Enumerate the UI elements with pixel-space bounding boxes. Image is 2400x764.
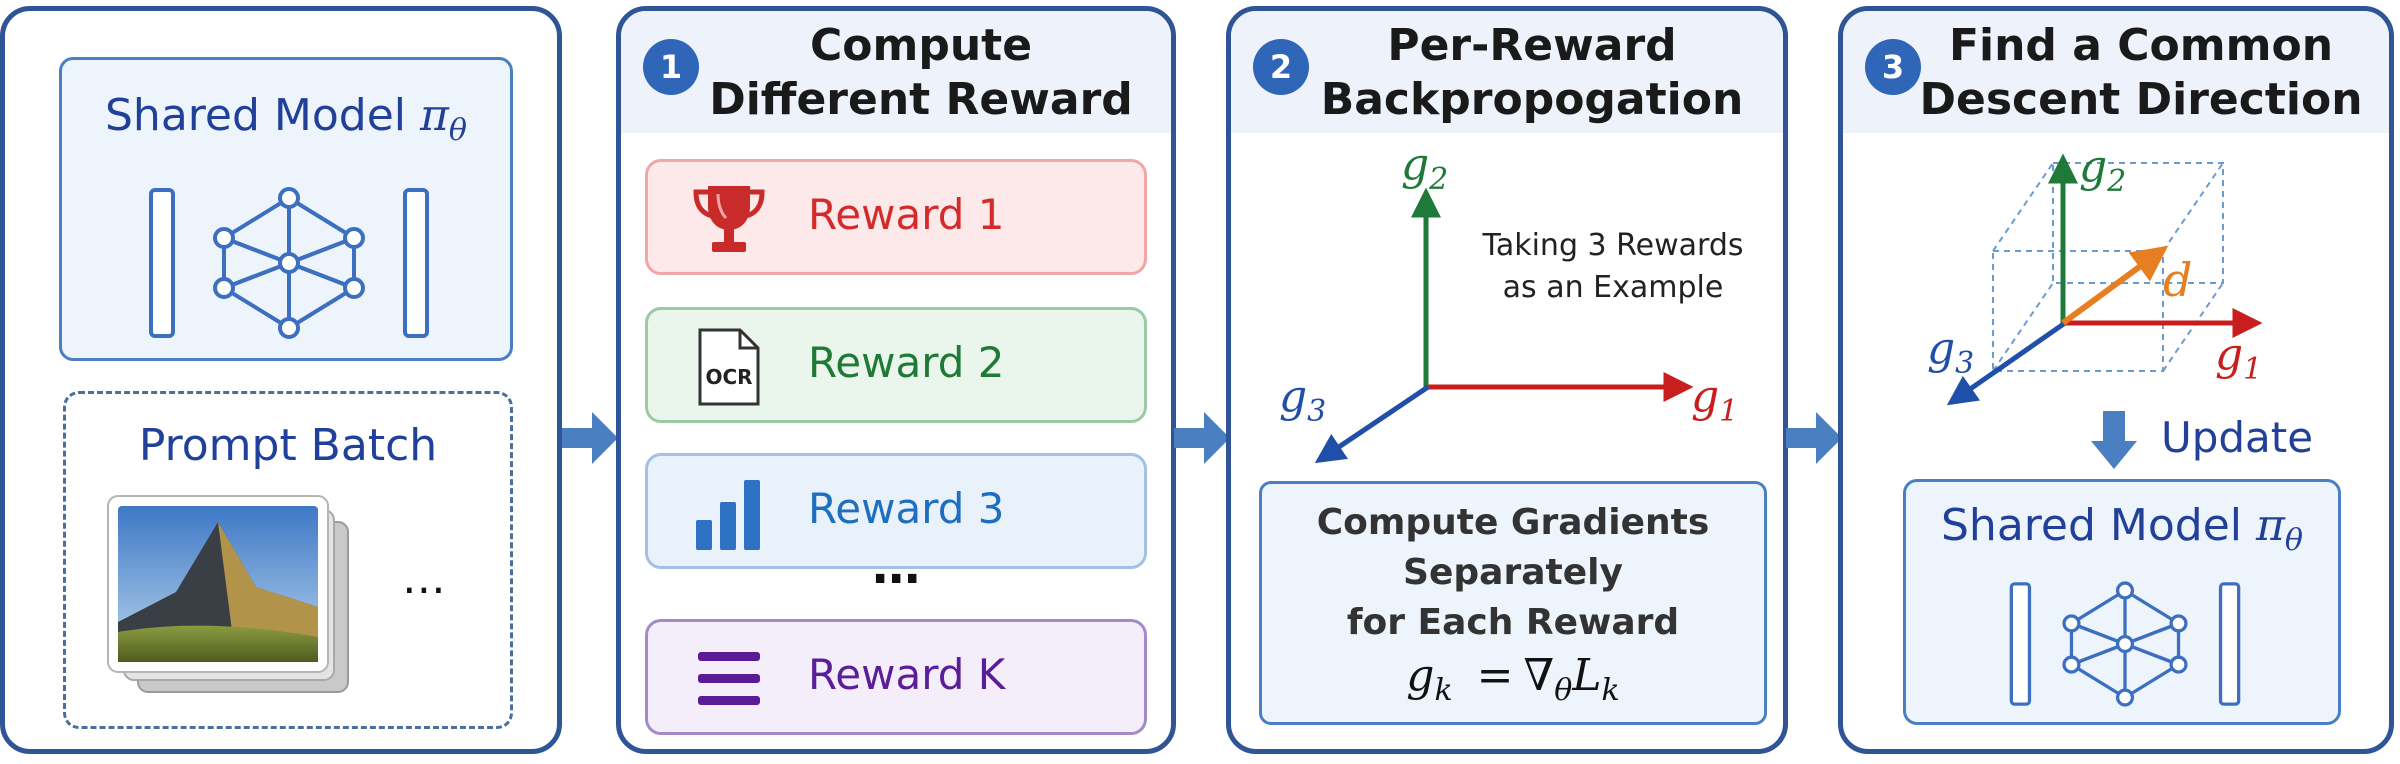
more-prompts-ellipsis: ⋯ [402,564,446,615]
reward-item-2: OCR Reward 2 [645,307,1147,423]
panel-header [1843,11,2389,133]
example-note: Taking 3 Rewards as an Example [1482,228,1744,305]
flow-arrow-icon [1786,412,1842,464]
gradient-axes [1314,187,1694,464]
step-badge: 3 [1865,39,1921,95]
g1-label: g1 [1691,371,1739,429]
reward-label: Reward 2 [808,338,1005,387]
prompt-batch-box: Prompt Batch ⋯ [63,391,513,729]
panel-title: Compute Different Reward [709,20,1133,125]
image-stack-icon [107,495,349,693]
reward-item-1: Reward 1 [645,159,1147,275]
compute-gradients-text: Compute Gradients Separately for Each Re… [1316,502,1710,643]
g3-label: g3 [1279,371,1327,429]
common-direction-diagram [1946,153,2263,406]
reward-label: Reward 3 [808,484,1005,533]
reward-item-3: Reward 3 [645,453,1147,569]
bar-chart-icon [696,480,760,550]
shared-model-title: Shared Model πθ [1941,500,2303,558]
neural-network-icon [149,187,429,339]
input-panel: Shared Model πθ Prompt Batc [0,6,562,754]
shared-model-title: Shared Model πθ [105,90,467,148]
panel-title: Per-Reward Backpropogation [1320,20,1744,125]
update-label: Update [2161,413,2314,462]
prompt-batch-label: Prompt Batch [138,420,438,471]
d-label: d [2163,253,2193,307]
g3-label: g3 [1927,323,1975,381]
step-badge: 1 [643,39,699,95]
g3-axis [1946,320,2067,406]
g3-axis [1314,384,1430,464]
ocr-document-icon: OCR [698,328,760,406]
step-badge: 2 [1253,39,1309,95]
panel-header [1231,11,1783,133]
pi-symbol: π [420,90,449,141]
flow-arrow-icon [562,412,618,464]
g1-label: g1 [2215,329,2263,387]
shared-model-box: Shared Model πθ [1903,479,2341,725]
reward-label: Reward K [808,650,1006,699]
d-vector [2061,245,2169,326]
reward-item-k: Reward K [645,619,1147,735]
shared-model-box: Shared Model πθ [59,57,513,361]
backprop-panel: 2 Per-Reward Backpropogation g2 g1 g3 Ta… [1226,6,1788,754]
neural-network-icon [2009,581,2241,707]
down-arrow-icon [2091,411,2137,469]
descent-direction-panel: 3 Find a Common Descent Direction g2 d g… [1838,6,2394,754]
g2-label: g2 [1401,139,1449,197]
gradient-formula: gk =∇θLk [1406,650,1620,708]
flow-arrow-icon [1174,412,1230,464]
g2-label: g2 [2079,141,2127,199]
svg-text:OCR: OCR [705,365,752,389]
compute-gradients-box: Compute Gradients Separately for Each Re… [1259,481,1767,725]
pi-symbol: π [2256,500,2285,551]
panel-header [621,11,1171,133]
dashed-box [1992,162,2224,372]
trophy-icon [693,186,765,252]
reward-label: Reward 1 [808,190,1005,239]
menu-lines-icon [698,652,760,705]
compute-reward-panel: 1 Compute Different Reward Reward 1 OCR … [616,6,1176,754]
panel-title: Find a Common Descent Direction [1919,20,2363,125]
more-rewards-ellipsis: ⋯ [872,551,920,607]
